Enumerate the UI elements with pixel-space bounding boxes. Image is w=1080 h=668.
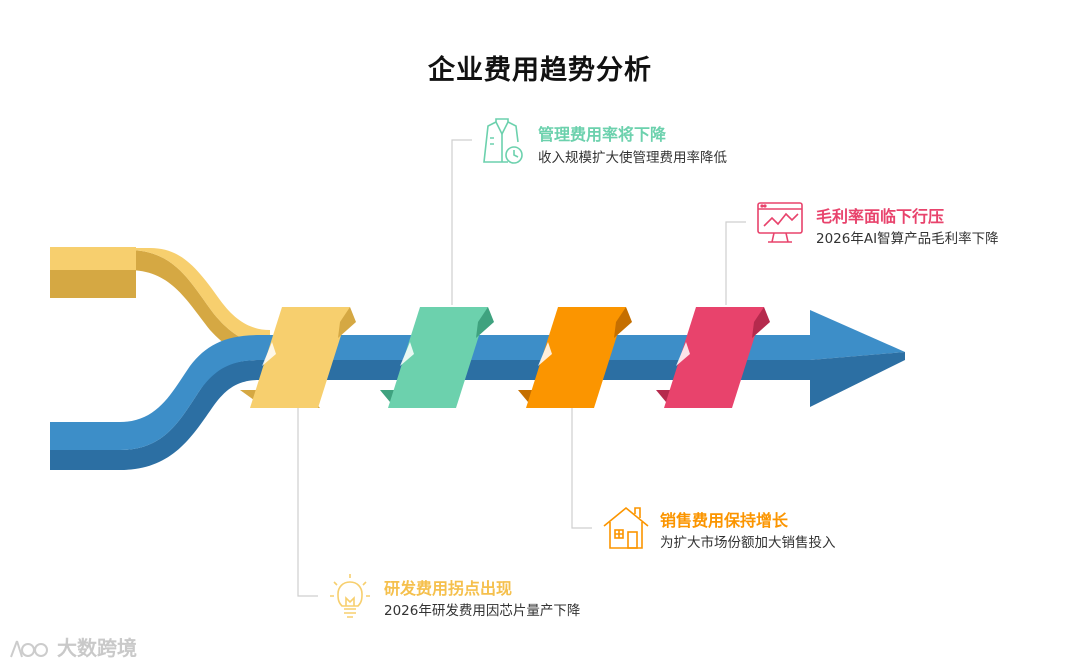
callout-gross-margin-desc: 2026年AI智算产品毛利率下降: [816, 231, 999, 247]
band-yellow: [240, 307, 356, 408]
house-icon: [602, 504, 650, 554]
connector-rnd: [297, 408, 318, 597]
connector-lines: [297, 139, 746, 597]
watermark: 大数跨境: [8, 632, 137, 663]
watermark-text: 大数跨境: [56, 636, 137, 660]
monitor-chart-icon: [756, 200, 806, 250]
yellow-branch: [50, 247, 270, 360]
callout-management-label: 管理费用率将下降: [538, 125, 667, 144]
watermark-logo-icon: [10, 640, 48, 657]
callout-rnd-label: 研发费用拐点出现: [384, 579, 513, 598]
callout-rnd: 研发费用拐点出现 2026年研发费用因芯片量产下降: [328, 572, 648, 622]
connector-gross-margin: [725, 221, 746, 305]
callout-management: 管理费用率将下降 收入规模扩大使管理费用率降低: [480, 118, 780, 168]
page-title: 企业费用趋势分析: [428, 55, 652, 86]
band-orange: [518, 307, 632, 408]
connector-sales: [571, 408, 592, 529]
callout-rnd-desc: 2026年研发费用因芯片量产下降: [384, 603, 581, 619]
callout-gross-margin: 毛利率面临下行压 2026年AI智算产品毛利率下降: [756, 200, 1056, 250]
callout-sales-label: 销售费用保持增长: [660, 511, 789, 530]
callout-gross-margin-label: 毛利率面临下行压: [816, 207, 945, 226]
callout-sales: 销售费用保持增长 为扩大市场份额加大销售投入: [602, 504, 902, 554]
band-green: [380, 307, 494, 408]
callout-management-desc: 收入规模扩大使管理费用率降低: [538, 150, 727, 166]
lightbulb-icon: [328, 572, 372, 624]
callout-sales-desc: 为扩大市场份额加大销售投入: [660, 535, 836, 551]
doctor-coat-clock-icon: [480, 118, 526, 170]
connector-management: [451, 139, 472, 305]
band-red: [656, 307, 770, 408]
